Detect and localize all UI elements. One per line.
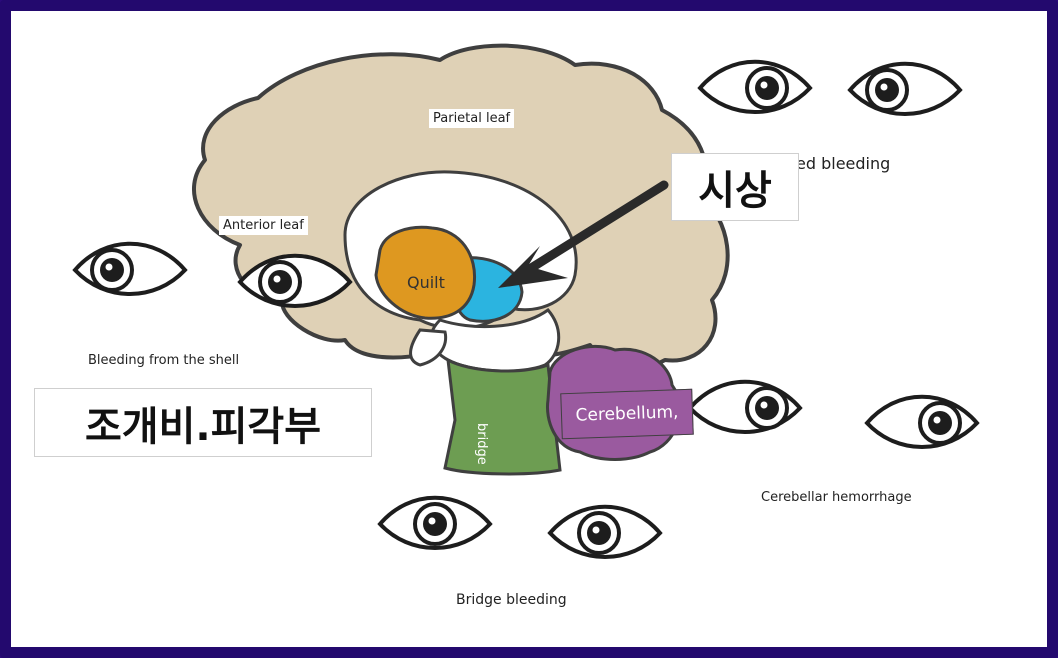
shell-eye-right-icon: [237, 253, 353, 308]
bridge-region: [443, 357, 562, 476]
label-bridge-bleeding: Bridge bleeding: [456, 592, 567, 608]
label-thalamus-bleeding: ed bleeding: [796, 154, 891, 173]
label-cerebellum: Cerebellum,: [560, 388, 694, 440]
label-parietal-leaf: Parietal leaf: [429, 109, 515, 128]
bridge-eye-left-icon: [377, 495, 493, 550]
brain-diagram: [72, 43, 980, 559]
thalamus-arrow-head: [498, 246, 568, 288]
thalamus-eye-right-icon: [847, 61, 963, 116]
label-quilt: Quilt: [407, 273, 445, 292]
cerebellar-eye-left-icon: [687, 379, 803, 434]
quilt-region: [374, 225, 477, 320]
bridge-eye-right-icon: [547, 504, 663, 559]
thalamus-arrow-line: [515, 180, 669, 280]
label-anterior-leaf: Anterior leaf: [219, 216, 308, 235]
putamen-korean-box: 조개비.피각부: [34, 388, 372, 457]
shell-eye-left-icon: [72, 241, 188, 296]
brainstem-tail: [409, 328, 448, 367]
thalamus-eye-left-icon: [697, 59, 813, 114]
cerebellar-eye-right-icon: [864, 394, 980, 449]
thalamus-korean-box: 시상: [671, 153, 799, 221]
label-bridge: bridge: [474, 423, 489, 465]
label-cerebellar-hemorrhage: Cerebellar hemorrhage: [761, 490, 912, 505]
label-shell-bleeding: Bleeding from the shell: [88, 353, 240, 368]
